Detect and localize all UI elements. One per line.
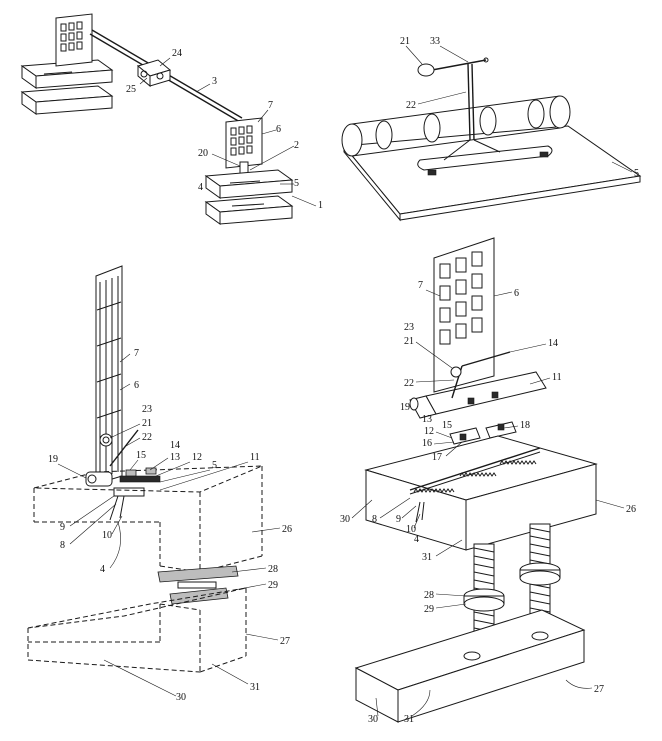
fig-bottom-right [354, 237, 598, 723]
label-br-12: 12 [424, 426, 434, 437]
label-br-19: 19 [400, 402, 410, 413]
label-5: 5 [294, 178, 299, 189]
label-bl-23: 23 [142, 404, 152, 415]
label-br-17: 17 [432, 452, 442, 463]
label-25: 25 [126, 84, 136, 95]
left-grid-cells [60, 21, 83, 52]
label-4: 4 [198, 182, 203, 193]
label-bl-9: 9 [60, 522, 65, 533]
label-br-30a: 30 [340, 514, 350, 525]
label-bl-8: 8 [60, 540, 65, 551]
label-br-30b: 30 [368, 714, 378, 725]
label-bl-7: 7 [134, 348, 139, 359]
fig-bottom-left [27, 265, 263, 673]
label-bl-26: 26 [282, 524, 292, 535]
label-bl-21: 21 [142, 418, 152, 429]
label-br-6: 6 [514, 288, 519, 299]
fig-top-left [20, 13, 294, 225]
label-2: 2 [294, 140, 299, 151]
label-br-15: 15 [442, 420, 452, 431]
label-bl-19: 19 [48, 454, 58, 465]
label-bl-27: 27 [280, 636, 290, 647]
label-24: 24 [172, 48, 182, 59]
label-5b: 5 [634, 168, 639, 179]
label-br-4: 4 [414, 534, 419, 545]
label-bl-5: 5 [212, 460, 217, 471]
label-br-21: 21 [404, 336, 414, 347]
label-br-10: 10 [406, 524, 416, 535]
label-br-7: 7 [418, 280, 423, 291]
label-bl-11: 11 [250, 452, 260, 463]
right-grid-cells [230, 125, 253, 156]
fig-bottom-right-labels: 7 6 23 21 14 22 11 19 13 15 12 18 16 17 … [340, 280, 636, 725]
label-br-28: 28 [424, 590, 434, 601]
fig-top-right [341, 57, 642, 222]
label-bl-29: 29 [268, 580, 278, 591]
label-bl-22: 22 [142, 432, 152, 443]
label-br-11: 11 [552, 372, 562, 383]
br-grid-cells [439, 251, 483, 345]
label-bl-13: 13 [170, 452, 180, 463]
label-7: 7 [268, 100, 273, 111]
label-br-27: 27 [594, 684, 604, 695]
label-bl-4: 4 [100, 564, 105, 575]
label-bl-30: 30 [176, 692, 186, 703]
label-br-14: 14 [548, 338, 558, 349]
label-br-29: 29 [424, 604, 434, 615]
label-bl-31: 31 [250, 682, 260, 693]
label-br-31b: 31 [404, 714, 414, 725]
label-bl-15: 15 [136, 450, 146, 461]
fig-top-right-labels: 21 33 22 5 [400, 36, 639, 179]
fig-top-left-labels: 24 25 3 7 6 2 20 4 5 1 [126, 48, 323, 211]
label-3: 3 [212, 76, 217, 87]
label-br-16: 16 [422, 438, 432, 449]
label-33: 33 [430, 36, 440, 47]
label-bl-28: 28 [268, 564, 278, 575]
label-20: 20 [198, 148, 208, 159]
label-6: 6 [276, 124, 281, 135]
label-br-26: 26 [626, 504, 636, 515]
label-bl-12: 12 [192, 452, 202, 463]
label-bl-6: 6 [134, 380, 139, 391]
label-br-31a: 31 [422, 552, 432, 563]
label-22: 22 [406, 100, 416, 111]
label-br-23: 23 [404, 322, 414, 333]
label-br-9: 9 [396, 514, 401, 525]
label-21: 21 [400, 36, 410, 47]
label-br-22: 22 [404, 378, 414, 389]
label-bl-14: 14 [170, 440, 180, 451]
fig-bottom-left-labels: 7 6 23 21 22 19 15 14 13 12 5 11 9 8 10 … [48, 348, 292, 703]
label-br-13: 13 [422, 414, 432, 425]
label-br-8: 8 [372, 514, 377, 525]
label-bl-10: 10 [102, 530, 112, 541]
label-1: 1 [318, 200, 323, 211]
label-br-18: 18 [520, 420, 530, 431]
